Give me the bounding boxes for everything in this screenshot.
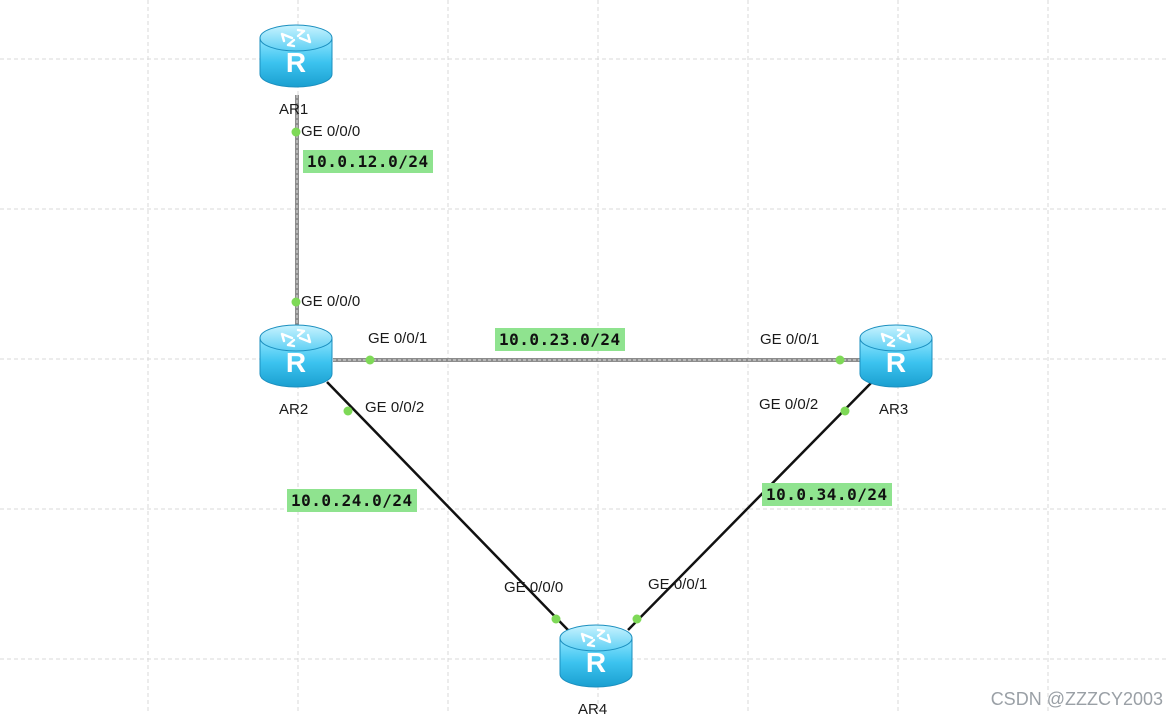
port-label-ar2-ge000: GE 0/0/0 <box>301 293 361 310</box>
router-label-ar2: AR2 <box>279 401 309 418</box>
port-label-ar1-ge000: GE 0/0/0 <box>301 123 361 140</box>
network-label-10-0-24: 10.0.24.0/24 <box>287 489 417 512</box>
port-label-ar3-ge001: GE 0/0/1 <box>760 331 820 348</box>
port-dot-ar2-ge000 <box>291 297 301 307</box>
port-label-ar4-ge001: GE 0/0/1 <box>648 576 708 593</box>
port-label-ar2-ge001: GE 0/0/1 <box>368 330 428 347</box>
port-dot-ar2-ge002 <box>343 406 353 416</box>
port-dot-ar1-ge000 <box>291 127 301 137</box>
network-label-10-0-23: 10.0.23.0/24 <box>495 328 625 351</box>
router-ar2-icon[interactable] <box>258 323 334 389</box>
network-label-10-0-12: 10.0.12.0/24 <box>303 150 433 173</box>
port-dot-ar4-ge001 <box>632 614 642 624</box>
network-label-10-0-34: 10.0.34.0/24 <box>762 483 892 506</box>
port-dot-ar3-ge001 <box>835 355 845 365</box>
link-ar3-ar4[interactable] <box>627 381 873 631</box>
port-dot-ar2-ge001 <box>365 355 375 365</box>
port-label-ar2-ge002: GE 0/0/2 <box>365 399 425 416</box>
router-label-ar4: AR4 <box>578 701 608 718</box>
port-label-ar3-ge002: GE 0/0/2 <box>759 396 819 413</box>
router-ar1-icon[interactable] <box>258 23 334 89</box>
router-label-ar1: AR1 <box>279 101 309 118</box>
router-label-ar3: AR3 <box>879 401 909 418</box>
watermark: CSDN @ZZZCY2003 <box>990 689 1163 709</box>
port-dots <box>291 127 850 624</box>
port-dot-ar3-ge002 <box>840 406 850 416</box>
port-label-ar4-ge000: GE 0/0/0 <box>504 579 564 596</box>
link-ar2-ar4[interactable] <box>326 381 569 631</box>
port-dot-ar4-ge000 <box>551 614 561 624</box>
router-ar4-icon[interactable] <box>558 623 634 689</box>
router-ar3-icon[interactable] <box>858 323 934 389</box>
